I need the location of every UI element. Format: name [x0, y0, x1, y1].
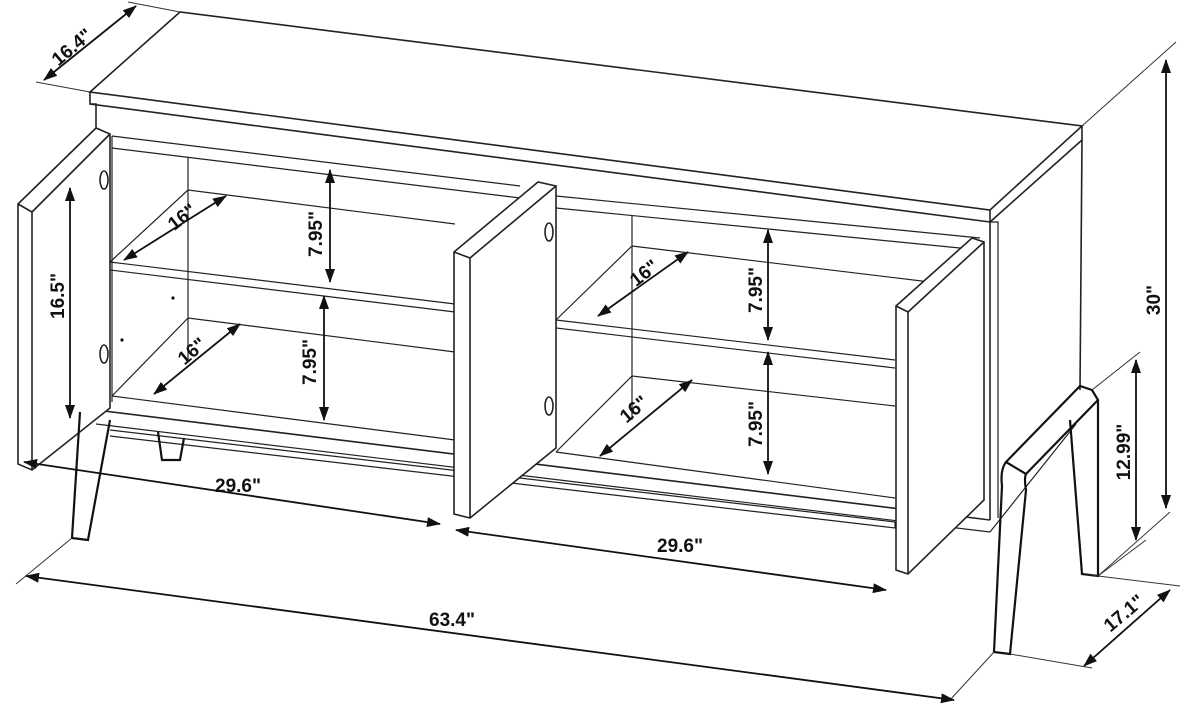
dim-left-upper-depth-line: [123, 195, 227, 261]
door-hinge-icon: [99, 344, 109, 364]
left-front-leg: [70, 411, 112, 542]
label-leg-height: 12.99": [1114, 424, 1135, 481]
dim-top-depth-line: [43, 5, 137, 81]
cabinet-top: [88, 11, 1084, 211]
dim-left-width-line: [23, 458, 441, 528]
cabinet-bottom-rail: [95, 409, 991, 521]
label-right-lower-clearance: 7.95": [746, 401, 767, 447]
label-overall-width: 63.4": [429, 610, 475, 631]
label-left-compartment-width: 29.6": [215, 476, 261, 497]
label-top-depth: 16.4": [48, 25, 97, 71]
dim-right-width-line: [455, 526, 887, 594]
dim-overall-width-line: [25, 572, 955, 704]
door-hinge-icon: [544, 222, 554, 242]
dimension-lines: [15, 1, 1181, 704]
label-total-height: 30": [1144, 285, 1165, 315]
center-door: [453, 181, 557, 519]
door-hinge-icon: [544, 396, 554, 416]
right-lower-shelf: [555, 375, 896, 499]
label-left-lower-depth: 16": [174, 334, 211, 369]
label-door-height: 16.5": [48, 273, 69, 319]
label-left-lower-clearance: 7.95": [300, 339, 321, 385]
left-lower-shelf: [111, 317, 456, 441]
label-right-compartment-width: 29.6": [657, 536, 703, 557]
cabinet-top-front-edge: [89, 92, 991, 223]
dim-left-lower-depth-line: [153, 323, 241, 395]
cabinet-right-side: [989, 139, 1083, 520]
dim-right-upper-depth-line: [597, 251, 689, 317]
right-door: [895, 237, 985, 575]
dim-overall-depth-line: [1083, 589, 1171, 667]
label-right-upper-clearance: 7.95": [746, 267, 767, 313]
label-left-upper-depth: 16": [164, 200, 201, 235]
label-left-upper-clearance: 7.95": [306, 211, 327, 257]
left-door: [17, 127, 111, 471]
dim-right-lower-depth-line: [599, 379, 693, 457]
left-upper-shelf: [109, 189, 456, 313]
right-leg-frame: [1004, 384, 1100, 476]
door-hinge-icon: [99, 170, 109, 190]
label-right-lower-depth: 16": [616, 392, 653, 427]
